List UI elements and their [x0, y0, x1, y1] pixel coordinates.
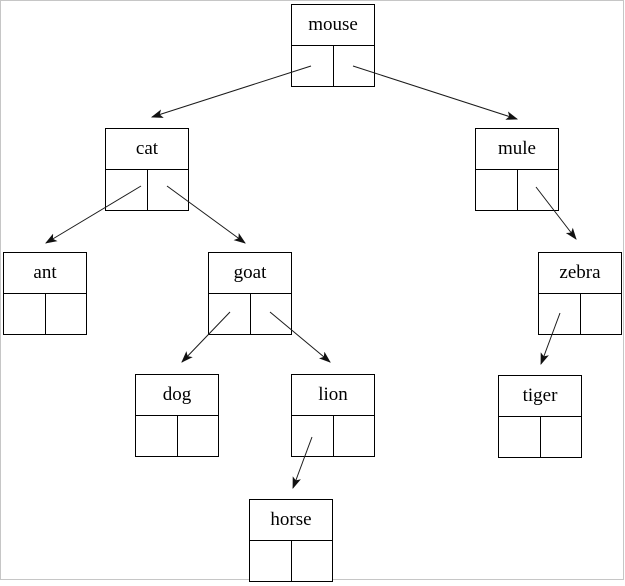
node-mouse: mouse [291, 4, 375, 87]
node-horse-right-pointer-cell [292, 541, 333, 581]
node-horse-left-pointer-cell [250, 541, 292, 581]
node-zebra-left-pointer-cell [539, 294, 581, 334]
node-horse: horse [249, 499, 333, 582]
node-goat-label: goat [209, 253, 291, 294]
node-ant-left-pointer-cell [4, 294, 46, 334]
node-mule-left-pointer-cell [476, 170, 518, 210]
node-lion-right-pointer-cell [334, 416, 375, 456]
node-zebra-right-pointer-cell [581, 294, 622, 334]
node-mule-pointer-cells [476, 170, 558, 210]
node-lion-pointer-cells [292, 416, 374, 456]
node-cat-label: cat [106, 129, 188, 170]
node-horse-label: horse [250, 500, 332, 541]
node-ant-label: ant [4, 253, 86, 294]
edge-mouse-mule [352, 65, 519, 120]
node-dog: dog [135, 374, 219, 457]
node-goat-pointer-cells [209, 294, 291, 334]
node-tiger-pointer-cells [499, 417, 581, 457]
node-cat-right-pointer-cell [148, 170, 189, 210]
node-lion-left-pointer-cell [292, 416, 334, 456]
node-zebra-label: zebra [539, 253, 621, 294]
node-mouse-right-pointer-cell [334, 46, 375, 86]
node-mule-label: mule [476, 129, 558, 170]
node-tiger: tiger [498, 375, 582, 458]
node-ant-pointer-cells [4, 294, 86, 334]
node-cat-left-pointer-cell [106, 170, 148, 210]
node-mouse-pointer-cells [292, 46, 374, 86]
node-dog-pointer-cells [136, 416, 218, 456]
node-horse-pointer-cells [250, 541, 332, 581]
node-goat-right-pointer-cell [251, 294, 292, 334]
node-mule-right-pointer-cell [518, 170, 559, 210]
node-cat-pointer-cells [106, 170, 188, 210]
node-ant: ant [3, 252, 87, 335]
node-zebra: zebra [538, 252, 622, 335]
node-goat-left-pointer-cell [209, 294, 251, 334]
node-mule: mule [475, 128, 559, 211]
node-tiger-left-pointer-cell [499, 417, 541, 457]
node-goat: goat [208, 252, 292, 335]
node-lion-label: lion [292, 375, 374, 416]
node-mouse-left-pointer-cell [292, 46, 334, 86]
node-tiger-label: tiger [499, 376, 581, 417]
node-dog-label: dog [136, 375, 218, 416]
node-mouse-label: mouse [292, 5, 374, 46]
node-ant-right-pointer-cell [46, 294, 87, 334]
node-zebra-pointer-cells [539, 294, 621, 334]
node-dog-right-pointer-cell [178, 416, 219, 456]
node-cat: cat [105, 128, 189, 211]
edge-mouse-cat [150, 65, 312, 118]
node-tiger-right-pointer-cell [541, 417, 582, 457]
node-lion: lion [291, 374, 375, 457]
node-dog-left-pointer-cell [136, 416, 178, 456]
